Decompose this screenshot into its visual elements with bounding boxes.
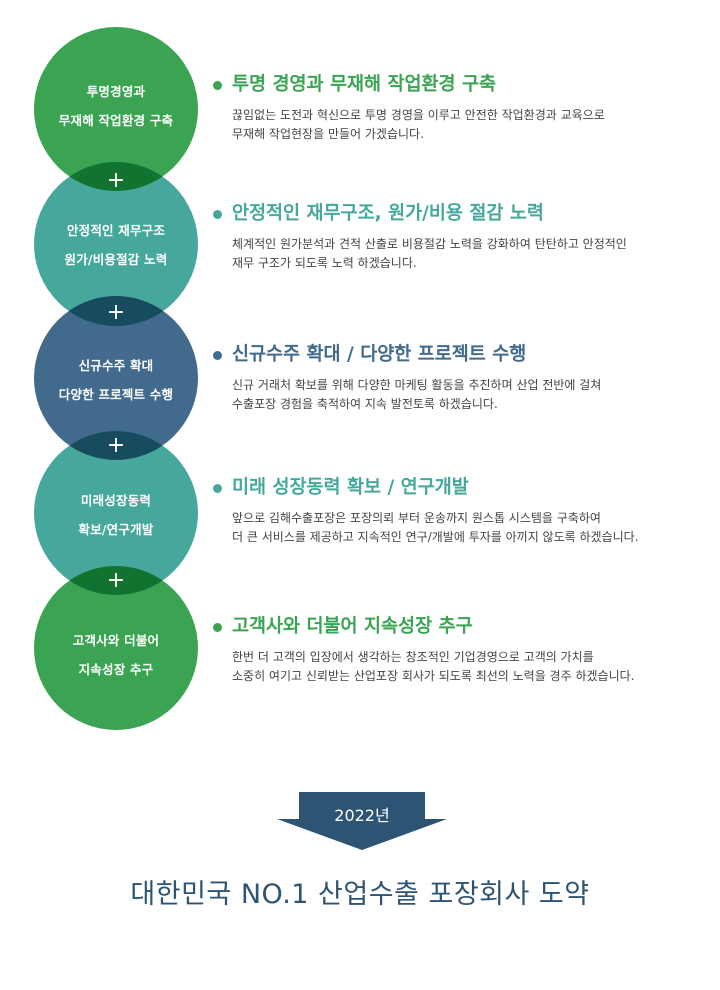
goal-description: 체계적인 원가분석과 견적 산출로 비용절감 노력을 강화하여 탄탄하고 안정적… (232, 237, 627, 270)
bullet-dot-icon (213, 81, 222, 90)
circle-orders (34, 296, 198, 460)
goal-item-3: 신규수주 확대 / 다양한 프로젝트 수행 신규 거래처 확보를 위해 다양한 … (212, 343, 720, 414)
year-label: 2022년 (334, 806, 390, 825)
plus-icon: + (106, 168, 126, 193)
down-arrow-icon (277, 792, 447, 850)
goal-item-2: 안정적인 재무구조, 원가/비용 절감 노력 체계적인 원가분석과 견적 산출로… (212, 202, 720, 273)
year-arrow: 2022년 (277, 792, 447, 850)
bullet-dot-icon (213, 484, 222, 493)
circle-growth (34, 431, 198, 595)
goal-item-4: 미래 성장동력 확보 / 연구개발 앞으로 김해수출포장은 포장의뢰 부터 운송… (212, 476, 720, 547)
goal-description: 신규 거래처 확보를 위해 다양한 마케팅 활동을 추진하며 산업 전반에 걸쳐… (232, 378, 602, 411)
bullet-dot-icon (213, 210, 222, 219)
plus-icon: + (106, 300, 126, 325)
goal-item-1: 투명 경영과 무재해 작업환경 구축 끊임없는 도전과 혁신으로 투명 경영을 … (212, 73, 720, 144)
circle-overlap (69, 162, 163, 192)
circle-finance (34, 162, 198, 326)
goal-title: 안정적인 재무구조, 원가/비용 절감 노력 (232, 203, 544, 224)
circle-overlap (69, 431, 163, 461)
circle-transparency (34, 27, 198, 191)
goal-title: 신규수주 확대 / 다양한 프로젝트 수행 (232, 344, 527, 365)
goal-title: 고객사와 더불어 지속성장 추구 (232, 616, 473, 637)
circle-customers (34, 566, 198, 730)
bullet-dot-icon (213, 623, 222, 632)
goal-title: 미래 성장동력 확보 / 연구개발 (232, 477, 469, 498)
bullet-dot-icon (213, 351, 222, 360)
goal-title: 투명 경영과 무재해 작업환경 구축 (232, 74, 497, 95)
slogan: 대한민국 NO.1 산업수출 포장회사 도약 (130, 879, 590, 910)
goal-item-5: 고객사와 더불어 지속성장 추구 한번 더 고객의 입장에서 생각하는 창조적인… (212, 615, 720, 686)
plus-icon: + (106, 568, 126, 593)
circle-overlap (69, 566, 163, 596)
circle-overlap (68, 296, 164, 326)
plus-icon: + (106, 433, 126, 458)
